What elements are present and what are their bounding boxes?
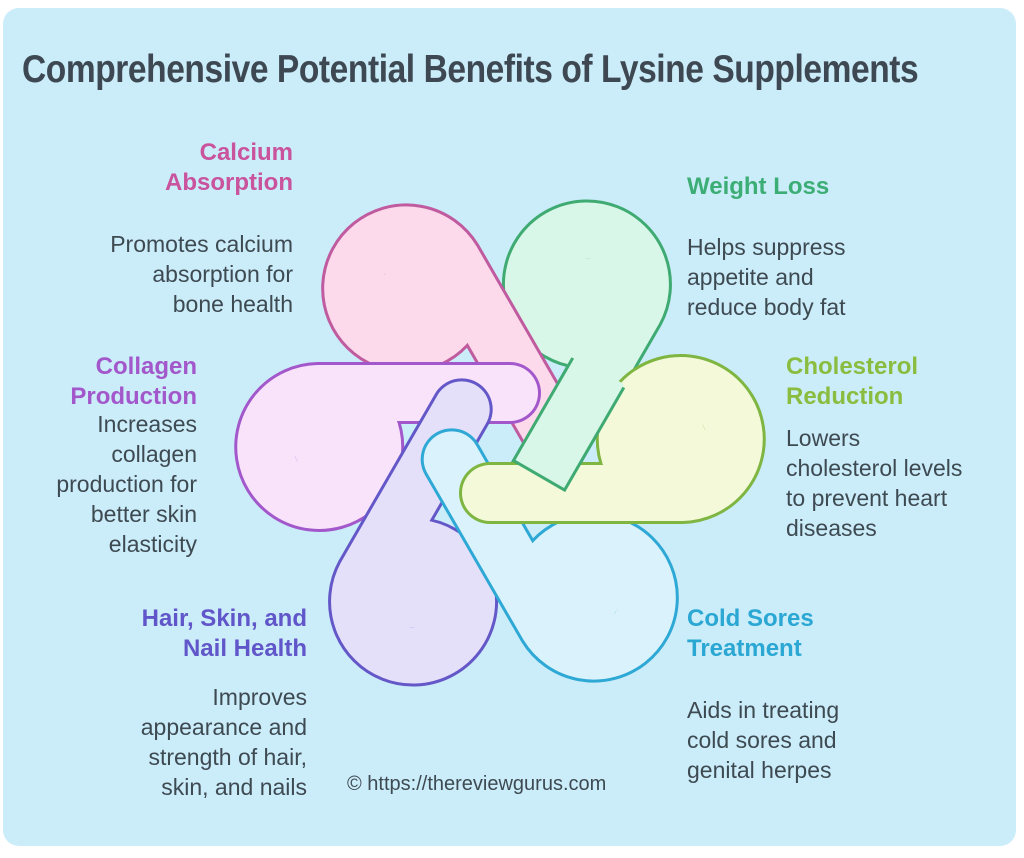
benefit-cold-sores-treatment: Cold Sores Treatment Aids in treating co… bbox=[687, 604, 839, 785]
benefit-weight-loss: Weight Loss Helps suppress appetite and … bbox=[687, 172, 846, 322]
benefit-heading: Cold Sores Treatment bbox=[687, 605, 814, 662]
benefit-description: Lowers cholesterol levels to prevent hea… bbox=[786, 425, 963, 541]
knot-ribbon-lavender-hair-skin-nails bbox=[328, 378, 499, 687]
page-title: Comprehensive Potential Benefits of Lysi… bbox=[22, 48, 919, 91]
benefit-heading: Calcium Absorption bbox=[165, 139, 293, 196]
benefit-cholesterol-reduction: Cholesterol Reduction Lowers cholesterol… bbox=[786, 352, 962, 543]
benefit-heading: Weight Loss bbox=[687, 173, 830, 200]
benefit-description: Increases collagen production for better… bbox=[56, 411, 197, 557]
knot-ribbon-violet-collagen bbox=[234, 362, 541, 532]
benefit-heading: Hair, Skin, and Nail Health bbox=[141, 605, 307, 662]
benefit-description: Improves appearance and strength of hair… bbox=[140, 684, 307, 800]
benefit-heading: Collagen Production bbox=[70, 353, 197, 410]
benefit-description: Promotes calcium absorption for bone hea… bbox=[110, 231, 293, 317]
copyright-footer: © https://thereviewgurus.com bbox=[347, 773, 607, 795]
benefit-collagen-production: Collagen Production Increases collagen p… bbox=[56, 352, 197, 559]
knot-ribbon-weave-patch bbox=[511, 356, 626, 493]
benefit-description: Aids in treating cold sores and genital … bbox=[687, 697, 840, 783]
knot-ribbon-yellow-cholesterol bbox=[459, 354, 766, 524]
knot-ribbon-cyan-cold-sores bbox=[420, 428, 679, 683]
infographic-panel bbox=[3, 8, 1016, 846]
benefit-heading: Cholesterol Reduction bbox=[786, 353, 919, 410]
benefit-description: Helps suppress appetite and reduce body … bbox=[687, 234, 846, 320]
benefit-hair-skin-nail-health: Hair, Skin, and Nail Health Improves app… bbox=[141, 604, 307, 802]
knot-ribbon-green-weight-loss bbox=[501, 199, 672, 508]
knot-ribbon-pink-calcium bbox=[321, 203, 580, 458]
benefit-calcium-absorption: Calcium Absorption Promotes calcium abso… bbox=[110, 138, 293, 319]
